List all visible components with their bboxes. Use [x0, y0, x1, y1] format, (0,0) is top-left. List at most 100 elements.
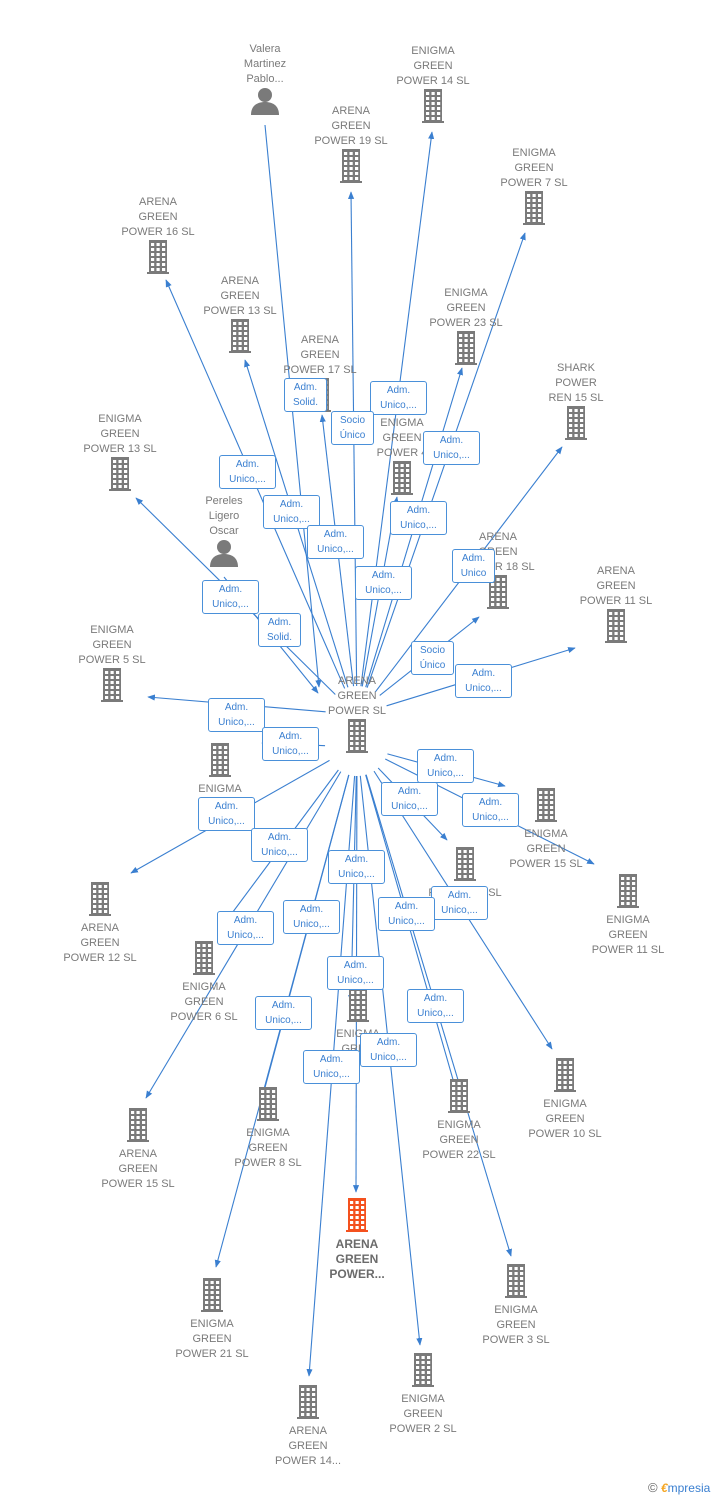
relation-badge-arena12[interactable]: Adm. Unico,... — [198, 797, 255, 831]
building-icon — [363, 1353, 483, 1392]
node-label: ENIGMA GREEN POWER 13 SL — [83, 413, 157, 455]
relation-badge-enigma10[interactable]: Adm. Unico,... — [431, 886, 488, 920]
relation-badge-arena17[interactable]: Adm. Unico,... — [307, 525, 364, 559]
relation-badge-enigma22[interactable]: Adm. Unico,... — [378, 897, 435, 931]
node-label: ARENA GREEN POWER 17 SL — [283, 334, 357, 376]
building-icon — [556, 609, 676, 648]
building-icon — [208, 1087, 328, 1126]
building-icon — [291, 149, 411, 188]
building-icon — [60, 457, 180, 496]
node-target[interactable]: ARENA GREEN POWER... — [297, 1198, 417, 1282]
relation-badge-enigma6[interactable]: Adm. Unico,... — [251, 828, 308, 862]
node-enigma23[interactable]: ENIGMA GREEN POWER 23 SL — [406, 286, 526, 370]
node-enigma13[interactable]: ENIGMA GREEN POWER 13 SL — [60, 412, 180, 496]
node-label: ENIGMA GREEN POWER 23 SL — [429, 287, 503, 329]
node-label: ENIGMA GREEN POWER 2 SL — [389, 1393, 457, 1435]
node-arena11[interactable]: ARENA GREEN POWER 11 SL — [556, 564, 676, 648]
relation-badge-enigma4[interactable]: Adm. Unico,... — [355, 566, 412, 600]
relation-badge-enigma8[interactable]: Adm. Unico,... — [283, 900, 340, 934]
node-enigma2[interactable]: ENIGMA GREEN POWER 2 SL — [363, 1353, 483, 1437]
node-enigma5[interactable]: ENIGMA GREEN POWER 5 SL — [52, 623, 172, 707]
node-arena14[interactable]: ARENA GREEN POWER 14... — [248, 1385, 368, 1469]
node-label: ENIGMA GREEN POWER 14 SL — [396, 45, 470, 87]
node-label: ARENA GREEN POWER 12 SL — [63, 922, 137, 964]
node-pereles[interactable]: Pereles Ligero Oscar — [164, 494, 284, 572]
relation-badge-enigma2[interactable]: Adm. Unico,... — [360, 1033, 417, 1067]
building-icon — [405, 847, 525, 886]
node-label: ENIGMA GREEN POWER 6 SL — [170, 981, 238, 1023]
node-enigma4[interactable]: ENIGMA GREEN POWER 4 — [342, 416, 462, 500]
node-enigma8[interactable]: ENIGMA GREEN POWER 8 SL — [208, 1087, 328, 1171]
relation-badge-arena19[interactable]: Socio Único — [331, 411, 374, 445]
relation-badge-pereles[interactable]: Adm. Solid. — [258, 613, 301, 647]
relation-badge-valera[interactable]: Adm. Solid. — [284, 378, 327, 412]
node-label: ENIGMA GREEN POWER 11 SL — [591, 914, 665, 956]
node-label: ARENA GREEN POWER... — [329, 1237, 385, 1281]
node-arena13[interactable]: ARENA GREEN POWER 13 SL — [180, 274, 300, 358]
relation-badge-arena15[interactable]: Adm. Unico,... — [217, 911, 274, 945]
brand-name: mpresia — [667, 1481, 711, 1495]
relation-badge-enigmaPO[interactable]: Adm. Unico,... — [262, 727, 319, 761]
building-icon — [160, 743, 280, 782]
node-enigma6[interactable]: ENIGMA GREEN POWER 6 SL — [144, 941, 264, 1025]
relation-badge-target[interactable]: Adm. Unico,... — [327, 956, 384, 990]
building-icon — [505, 1058, 625, 1097]
node-enigma15[interactable]: ENIGMA GREEN POWER 15 SL — [486, 788, 606, 872]
building-icon — [399, 1079, 519, 1118]
relation-badge-arena14[interactable]: Adm. Unico,... — [303, 1050, 360, 1084]
node-center[interactable]: ARENA GREEN POWER SL — [297, 674, 417, 758]
relation-badge-arena13[interactable]: Adm. Unico,... — [263, 495, 320, 529]
building-icon — [297, 719, 417, 758]
person-icon — [205, 87, 325, 120]
node-enigma21[interactable]: ENIGMA GREEN POWER 21 SL — [152, 1278, 272, 1362]
footer-brand[interactable]: © €mpresia — [648, 1480, 710, 1495]
node-enigma10[interactable]: ENIGMA GREEN POWER 10 SL — [505, 1058, 625, 1142]
relation-badge-enigma14[interactable]: Adm. Unico,... — [370, 381, 427, 415]
relation-badge-enigma21[interactable]: Adm. Unico,... — [255, 996, 312, 1030]
relation-badge-enigma13[interactable]: Adm. Unico,... — [202, 580, 259, 614]
building-icon — [152, 1278, 272, 1317]
relation-badge-arena18[interactable]: Socio Único — [411, 641, 454, 675]
node-enigma3[interactable]: ENIGMA GREEN POWER 3 SL — [456, 1264, 576, 1348]
node-label: ARENA GREEN POWER 19 SL — [314, 105, 388, 147]
building-icon — [248, 1385, 368, 1424]
node-label: ENIGMA GREEN POWER 3 SL — [482, 1304, 550, 1346]
relation-badge-enigma15[interactable]: Adm. Unico,... — [417, 749, 474, 783]
node-label: ARENA GREEN POWER 13 SL — [203, 275, 277, 317]
relation-badge-enigmaGR[interactable]: Adm. Unico,... — [328, 850, 385, 884]
node-label: ENIGMA GREEN POWER 8 SL — [234, 1127, 302, 1169]
node-label: ENIGMA GREEN POWER 22 SL — [422, 1119, 496, 1161]
node-label: ARENA GREEN POWER 16 SL — [121, 196, 195, 238]
node-enigma14[interactable]: ENIGMA GREEN POWER 14 SL — [373, 44, 493, 128]
building-icon — [474, 191, 594, 230]
node-label: ARENA GREEN POWER 14... — [274, 1425, 342, 1467]
node-shark15[interactable]: SHARK POWER REN 15 SL — [516, 361, 636, 445]
node-enigma22[interactable]: ENIGMA GREEN POWER 22 SL — [399, 1079, 519, 1163]
relation-badge-enigma3[interactable]: Adm. Unico,... — [407, 989, 464, 1023]
relation-badge-enigma5[interactable]: Adm. Unico,... — [208, 698, 265, 732]
node-enigma7[interactable]: ENIGMA GREEN POWER 7 SL — [474, 146, 594, 230]
node-arena12[interactable]: ARENA GREEN POWER 12 SL — [40, 882, 160, 966]
building-icon — [298, 988, 418, 1027]
building-icon — [486, 788, 606, 827]
building-icon — [456, 1264, 576, 1303]
relation-badge-arena11[interactable]: Adm. Unico,... — [455, 664, 512, 698]
relation-badge-enigma7[interactable]: Adm. Unico,... — [423, 431, 480, 465]
relation-badge-enigma23[interactable]: Adm. Unico,... — [390, 501, 447, 535]
relation-badge-enigma12[interactable]: Adm. Unico,... — [381, 782, 438, 816]
building-icon — [78, 1108, 198, 1147]
node-enigma11[interactable]: ENIGMA GREEN POWER 11 SL — [568, 874, 688, 958]
node-label: ENIGMA GREEN POWER 10 SL — [528, 1098, 602, 1140]
node-arena16[interactable]: ARENA GREEN POWER 16 SL — [98, 195, 218, 279]
building-icon — [516, 406, 636, 445]
relation-badge-arena16[interactable]: Adm. Unico,... — [219, 455, 276, 489]
relation-badge-shark15[interactable]: Adm. Unico — [452, 549, 495, 583]
building-icon — [98, 240, 218, 279]
relation-badge-enigma11[interactable]: Adm. Unico,... — [462, 793, 519, 827]
person-icon — [164, 539, 284, 572]
node-label: ENIGMA GREEN POWER 15 SL — [509, 828, 583, 870]
node-arena15[interactable]: ARENA GREEN POWER 15 SL — [78, 1108, 198, 1192]
node-arena19[interactable]: ARENA GREEN POWER 19 SL — [291, 104, 411, 188]
node-valera[interactable]: Valera Martinez Pablo... — [205, 42, 325, 120]
brand-logo-letter: € — [660, 1481, 668, 1495]
